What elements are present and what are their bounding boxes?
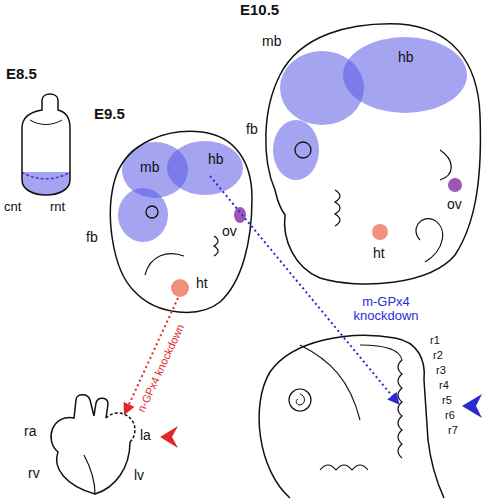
region-label: mb	[262, 34, 281, 49]
rhombomere-label: r5	[442, 394, 452, 406]
forebrain-region	[273, 120, 319, 180]
embryo-outline	[22, 94, 70, 195]
region-label: hb	[208, 152, 224, 167]
knockdown-label: m-GPx4 knockdown	[345, 295, 427, 324]
rhombomere-label: r6	[445, 409, 455, 421]
region-label: mb	[140, 160, 159, 175]
limb-bud	[440, 150, 451, 180]
embryo-detail	[30, 120, 62, 125]
stage-label: E8.5	[6, 66, 37, 83]
region-label: cnt	[4, 200, 21, 214]
region-border	[22, 172, 70, 179]
heart-groove	[84, 455, 95, 494]
region-label: ov	[222, 224, 237, 239]
pointer-arrowhead	[160, 426, 178, 448]
left-atrium-outline	[106, 413, 135, 442]
eye-detail	[296, 394, 304, 405]
heart-region	[171, 279, 189, 297]
embryo-outline	[266, 24, 481, 284]
embryo-detail	[145, 254, 184, 275]
region-label: fb	[86, 230, 98, 245]
region-label: ht	[373, 246, 385, 261]
rhombomere-label: r2	[433, 349, 443, 361]
hindbrain-region	[167, 141, 243, 195]
eye	[289, 389, 311, 411]
chamber-label: ra	[24, 424, 36, 439]
pointer-arrowhead	[462, 394, 482, 418]
rhombomere-label: r1	[430, 334, 440, 346]
pharyngeal-arches	[335, 190, 340, 226]
region-label: hb	[398, 50, 414, 65]
chamber-label: la	[140, 428, 151, 443]
region-label: rnt	[50, 200, 65, 214]
otic-vesicle	[448, 178, 462, 192]
otic-vesicle	[234, 207, 246, 223]
rhombomere-label: r7	[448, 424, 458, 436]
rhombomere-label: r3	[436, 364, 446, 376]
chamber-label: lv	[134, 468, 144, 483]
pharyngeal-arches	[320, 465, 368, 470]
tail	[416, 219, 443, 262]
eye	[295, 142, 311, 158]
forebrain-region	[118, 188, 168, 242]
heart-region	[372, 224, 388, 240]
heart-outline	[51, 395, 130, 494]
embryo-outline	[259, 335, 444, 498]
stage-label: E9.5	[94, 106, 125, 123]
embryo-outline	[110, 131, 252, 312]
chamber-label: rv	[28, 466, 40, 481]
stage-label: E10.5	[240, 2, 279, 19]
hindbrain-region	[343, 37, 467, 113]
region-label: fb	[246, 122, 258, 137]
region-label: ht	[196, 276, 208, 291]
eye	[146, 206, 158, 218]
rhombomere-label: r4	[439, 379, 449, 391]
brain-detail	[300, 345, 360, 420]
somites	[214, 236, 218, 256]
knockdown-pointer	[210, 176, 398, 403]
region-label: ov	[447, 197, 462, 212]
rhombomeres	[360, 345, 402, 458]
